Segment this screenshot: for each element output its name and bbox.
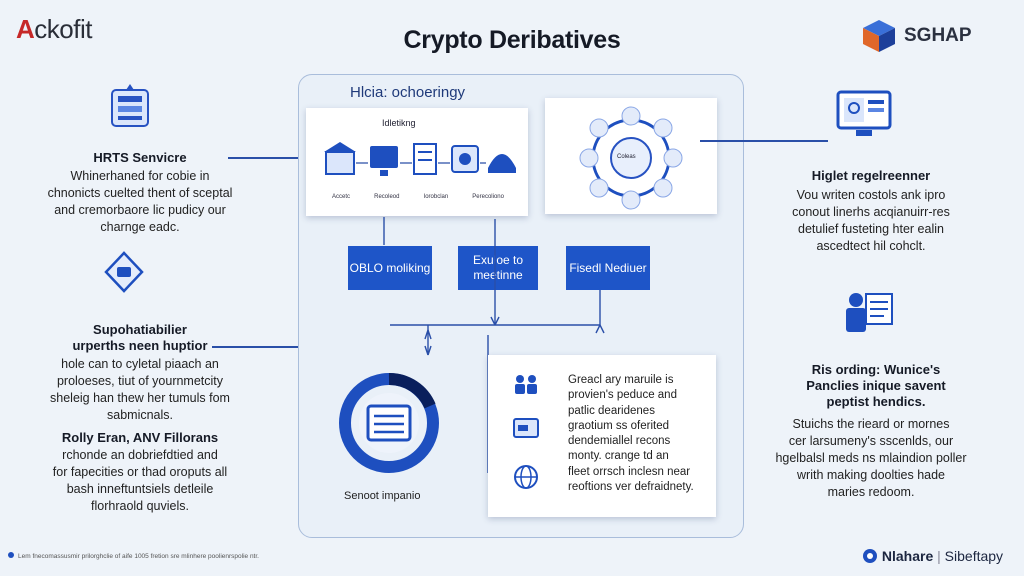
cycle-diagram bbox=[579, 106, 683, 210]
cycle-card: Coleas bbox=[545, 98, 717, 214]
donut-chart bbox=[339, 372, 439, 473]
right-block1-heading: Higlet regelreenner bbox=[811, 168, 931, 183]
connector-line bbox=[700, 140, 828, 142]
people-icon bbox=[515, 375, 537, 394]
footer-dot-icon bbox=[8, 552, 14, 558]
connector-line bbox=[212, 346, 352, 348]
footer-note: Lem fnecomassusmir prilorghclie of aife … bbox=[18, 553, 259, 560]
box-exuloe-to-meetinne: Exuloe to meetinne bbox=[458, 246, 538, 290]
monitor-icon bbox=[836, 90, 892, 136]
central-panel-heading: Hlcia: ochoeringy bbox=[350, 84, 466, 101]
left-block3-heading: Rolly Eran, ANV Fillorans bbox=[61, 430, 219, 445]
brand-logo-right-text: SGHAP bbox=[904, 25, 972, 46]
connector-line bbox=[228, 157, 312, 159]
dome-icon bbox=[488, 154, 516, 173]
cube-logo-icon bbox=[863, 20, 895, 52]
gear-box-icon bbox=[451, 145, 479, 173]
card-transfer-icon bbox=[513, 418, 539, 438]
document-icon bbox=[413, 143, 437, 175]
presenter-icon bbox=[846, 293, 893, 332]
brand-logo-left: Ackofit bbox=[16, 14, 92, 44]
footer-logo-icon bbox=[863, 549, 877, 563]
process-icons bbox=[324, 142, 516, 176]
brand-logo-right: SGHAP bbox=[860, 18, 972, 52]
info-card-icons bbox=[513, 375, 539, 489]
footer-brand: Nlahare | Sibeftapy bbox=[862, 548, 1003, 564]
box-oblo-moliking: OBLO moliking bbox=[348, 246, 432, 290]
shield-diamond-icon bbox=[104, 251, 144, 293]
monitor-icon bbox=[370, 146, 398, 176]
building-icon bbox=[324, 142, 356, 175]
cycle-center-label: Coleas bbox=[617, 154, 636, 160]
donut-label: Senoot impanio bbox=[344, 490, 421, 502]
box-fisedl-nediuer: Fisedl Nediuer bbox=[566, 246, 650, 290]
process-card-title: Idletikng bbox=[382, 118, 416, 128]
page-title: Crypto Deribatives bbox=[403, 26, 621, 54]
server-stack-icon bbox=[111, 84, 149, 127]
left-block1-heading: HRTS Senvicre bbox=[93, 150, 187, 165]
globe-icon bbox=[514, 465, 538, 489]
